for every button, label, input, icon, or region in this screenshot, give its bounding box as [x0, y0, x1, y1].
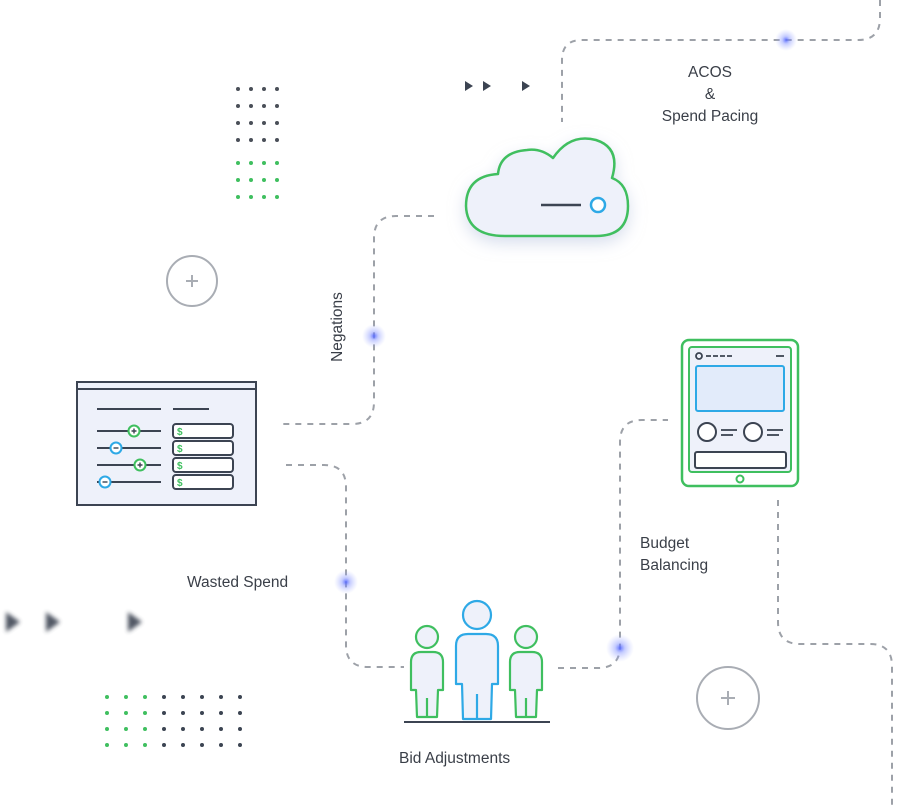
- cloud-status-light: [589, 196, 607, 214]
- connector-lines: [282, 0, 893, 807]
- play-arrow-icon: [483, 81, 491, 91]
- slider-row: $: [97, 440, 234, 456]
- play-arrow-icon: [46, 612, 60, 632]
- glow-dot-top: [775, 29, 797, 51]
- dot-grid-bottom: [105, 695, 242, 747]
- connector-bottom-right: [777, 500, 893, 807]
- acos-spend-pacing-label: ACOS & Spend Pacing: [640, 62, 780, 128]
- acos-label-line3: Spend Pacing: [661, 108, 759, 125]
- people-group-icon: [404, 599, 550, 723]
- wasted-spend-label: Wasted Spend: [187, 574, 289, 591]
- budget-balancing-label: Budget Balancing: [640, 533, 708, 577]
- connector-budget: [558, 419, 668, 669]
- slider-row: $: [97, 423, 234, 439]
- glow-dots: [334, 29, 797, 662]
- person-left: [409, 624, 445, 719]
- currency-symbol: $: [177, 427, 183, 438]
- budget-label-line2: Balancing: [640, 557, 709, 574]
- tablet-home-button: [735, 474, 745, 484]
- connector-wasted-spend: [286, 464, 404, 668]
- play-arrows-top: [465, 81, 530, 91]
- play-arrow-icon: [6, 612, 20, 632]
- bid-adjustments-label: Bid Adjustments: [399, 750, 511, 767]
- cloud-icon: [464, 137, 630, 238]
- currency-symbol: $: [177, 461, 183, 472]
- connector-top-right: [561, 0, 881, 122]
- play-arrows-left: [6, 612, 142, 632]
- currency-symbol: $: [177, 478, 183, 489]
- play-arrow-icon: [465, 81, 473, 91]
- glow-dot-budget: [606, 634, 634, 662]
- slider-row: $: [97, 474, 234, 490]
- dot-grid-top: [236, 87, 279, 199]
- budget-label-line1: Budget: [640, 535, 690, 552]
- glow-dot-negations: [362, 324, 386, 348]
- acos-label-line2: &: [704, 86, 716, 103]
- plus-icon: [696, 666, 760, 730]
- play-arrow-icon: [522, 81, 530, 91]
- acos-label-line1: ACOS: [688, 64, 732, 81]
- play-arrow-icon: [128, 612, 142, 632]
- currency-symbol: $: [177, 444, 183, 455]
- glow-dot-wasted: [334, 570, 358, 594]
- person-center: [454, 599, 500, 721]
- plus-icon: [166, 255, 218, 307]
- settings-panel-icon: $ $ $ $: [76, 381, 257, 506]
- person-right: [508, 624, 544, 719]
- slider-row: $: [97, 457, 234, 473]
- connector-negations: [282, 215, 434, 425]
- tablet-icon: [680, 338, 800, 488]
